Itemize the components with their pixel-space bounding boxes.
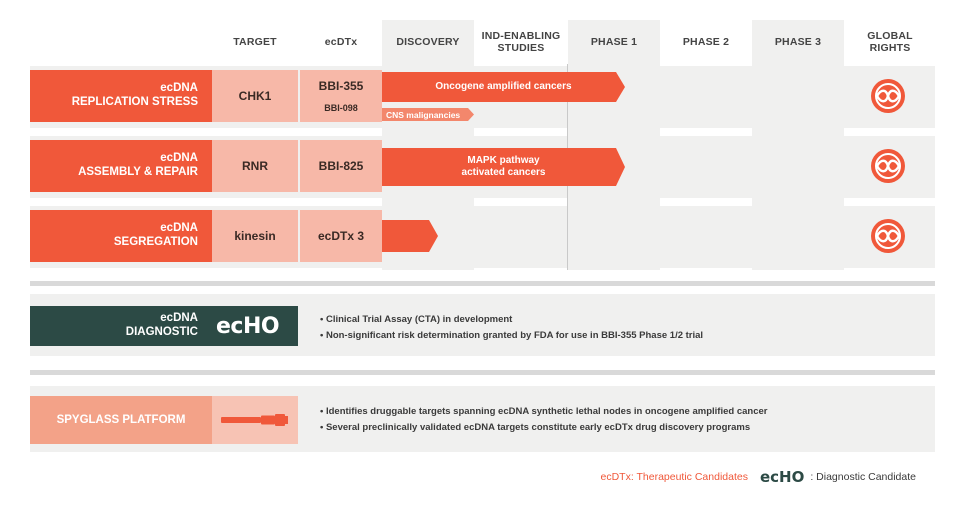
global-rights-logo-icon [871, 149, 905, 183]
header-discovery: DISCOVERY [396, 35, 460, 48]
legend: ecDTx: Therapeutic Candidates ecHO : Dia… [601, 468, 917, 486]
legend-therapeutic: ecDTx: Therapeutic Candidates [600, 471, 748, 483]
program-label-line1: ecDNA [160, 222, 198, 235]
legend-diagnostic: : Diagnostic Candidate [810, 471, 916, 483]
section-divider [30, 370, 935, 375]
bullet-item: Identifies druggable targets spanning ec… [320, 404, 768, 420]
diagnostic-label-line2: DIAGNOSTIC [125, 326, 198, 338]
program-label-replication: ecDNA REPLICATION STRESS [30, 70, 212, 122]
ecdtx-bbi355: BBI-355 [318, 79, 364, 93]
target-chk1: CHK1 [212, 70, 298, 122]
ecdtx-bbi825: BBI-825 [300, 140, 382, 192]
program-label-line2: SEGREGATION [113, 236, 198, 248]
program-label-line1: ecDNA [160, 152, 198, 165]
global-rights-logo-icon [871, 79, 905, 113]
section-divider [30, 281, 935, 286]
header-phase1: PHASE 1 [590, 35, 638, 48]
bullet-item: Clinical Trial Assay (CTA) in developmen… [320, 312, 703, 328]
program-label-line1: ecDNA [160, 82, 198, 95]
header-target: TARGET [233, 35, 277, 48]
progress-arrow-cns: CNS malignancies [382, 108, 474, 121]
header-phase2: PHASE 2 [682, 35, 730, 48]
target-rnr: RNR [212, 140, 298, 192]
progress-arrow-mapk: MAPK pathway activated cancers [382, 148, 625, 186]
platform-label: SPYGLASS PLATFORM [30, 396, 212, 444]
program-label-line2: REPLICATION STRESS [71, 96, 198, 108]
platform-label-text: SPYGLASS PLATFORM [56, 414, 186, 426]
diagnostic-bullets: Clinical Trial Assay (CTA) in developmen… [320, 312, 703, 344]
progress-arrow-oncogene: Oncogene amplified cancers [382, 72, 625, 102]
bullet-item: Several preclinically validated ecDNA ta… [320, 420, 767, 436]
platform-bullets: Identifies druggable targets spanning ec… [320, 404, 768, 436]
program-label-line2: ASSEMBLY & REPAIR [78, 166, 198, 178]
spyglass-icon [221, 414, 288, 426]
header-global-rights: GLOBAL RIGHTS [867, 29, 913, 54]
progress-arrow-segregation [382, 220, 438, 252]
ecdtx-bbi098: BBI-098 [324, 103, 358, 113]
header-ind-enabling: IND-ENABLING STUDIES [481, 29, 561, 54]
spyglass-cell [212, 396, 298, 444]
echo-logo: ecHO [212, 306, 298, 346]
target-kinesin: kinesin [212, 210, 298, 262]
bullet-item: Non-significant risk determination grant… [320, 328, 703, 344]
global-rights-logo-icon [871, 219, 905, 253]
program-label-segregation: ecDNA SEGREGATION [30, 210, 212, 262]
program-label-assembly: ecDNA ASSEMBLY & REPAIR [30, 140, 212, 192]
echo-logo-text: ecHO [216, 313, 280, 339]
diagnostic-label: ecDNA DIAGNOSTIC [30, 306, 212, 346]
header-ecdtx: ecDTx [324, 35, 358, 48]
ecdtx-cell-row1: BBI-355 BBI-098 [300, 70, 382, 122]
legend-echo-logo: ecHO [759, 468, 805, 486]
ecdtx-3: ecDTx 3 [300, 210, 382, 262]
header-phase3: PHASE 3 [774, 35, 822, 48]
diagnostic-label-line1: ecDNA [160, 312, 198, 325]
